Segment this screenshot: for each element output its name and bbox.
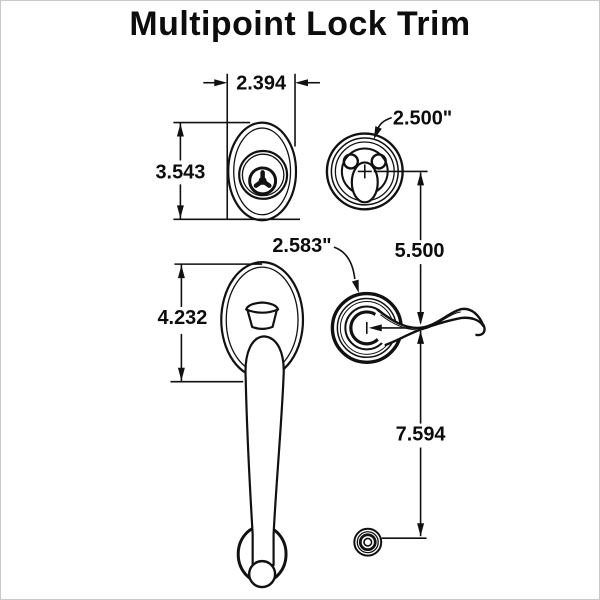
dim-label-lower-center-spacing: 7.594	[396, 424, 446, 446]
dim-upper-center-spacing: 5.500	[373, 170, 445, 325]
dim-label-lever-rosette-diameter: 2.583"	[272, 235, 331, 257]
dim-label-escutcheon-width: 2.394	[236, 73, 286, 95]
dim-label-escutcheon-height: 3.543	[155, 161, 205, 183]
lever-center-pointer	[365, 321, 428, 334]
thumbturn-paddle	[350, 161, 379, 204]
grip-base-ball	[247, 559, 277, 589]
arrowhead-down-icon	[176, 205, 184, 219]
arrowhead-down-icon	[177, 367, 185, 381]
dim-lower-center-spacing: 7.594	[381, 330, 446, 540]
cylinder-collar	[238, 149, 289, 200]
thumbturn-ear-left	[342, 153, 360, 170]
arrowhead-leader-icon	[373, 126, 382, 140]
arrowhead-up-icon	[177, 265, 185, 279]
arrowhead-right-icon	[214, 79, 228, 87]
dim-rosette-diameter: 2.500"	[373, 108, 452, 140]
pull-grip	[244, 335, 285, 567]
dim-escutcheon-height: 3.543	[155, 121, 300, 221]
arrowhead-leader-icon	[351, 279, 359, 294]
dim-lever-rosette-diameter: 2.583"	[272, 235, 359, 294]
arrowhead-up-icon	[417, 172, 425, 186]
deadbolt-escutcheon-front-view	[227, 121, 298, 222]
arrowhead-down-icon	[417, 311, 425, 325]
dim-label-rosette-diameter: 2.500"	[393, 108, 452, 130]
dim-label-plate-height: 4.232	[157, 307, 207, 329]
dim-label-upper-center-spacing: 5.500	[395, 240, 445, 262]
deadbolt-cylinder-small-view	[353, 527, 383, 557]
arrowhead-left-icon	[368, 324, 382, 332]
arrowhead-down-icon	[417, 523, 425, 537]
arrowhead-up-icon	[176, 123, 184, 137]
keyway-icon	[248, 166, 278, 196]
handleset-plate-front-view	[220, 261, 305, 589]
arrowhead-up-icon	[417, 330, 425, 344]
diagram-title: Multipoint Lock Trim	[129, 5, 470, 43]
dim-plate-height: 4.232	[157, 263, 263, 383]
thumb-latch	[245, 301, 280, 330]
thumbturn-ear-right	[370, 153, 387, 170]
dim-escutcheon-width: 2.394	[203, 73, 320, 220]
arrowhead-left-icon	[295, 79, 308, 87]
